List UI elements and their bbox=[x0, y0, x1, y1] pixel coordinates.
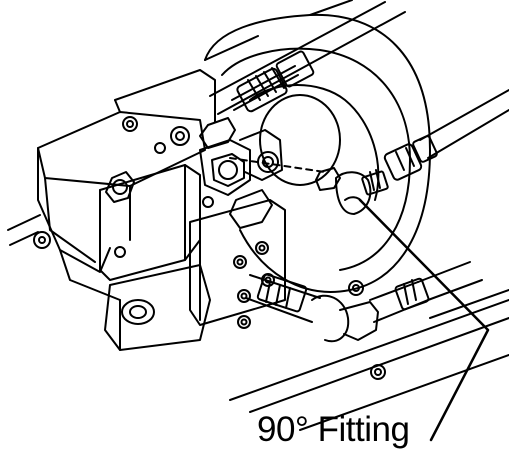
frame-rails bbox=[7, 214, 509, 431]
drive-housing bbox=[204, 0, 431, 293]
callout-leader bbox=[358, 198, 490, 442]
pump-body bbox=[37, 69, 286, 351]
upper-hoses bbox=[209, 1, 509, 181]
lower-hose bbox=[245, 261, 483, 343]
bolts bbox=[33, 116, 386, 380]
valve-fittings bbox=[199, 117, 389, 229]
callout-label: 90° Fitting bbox=[257, 410, 410, 449]
